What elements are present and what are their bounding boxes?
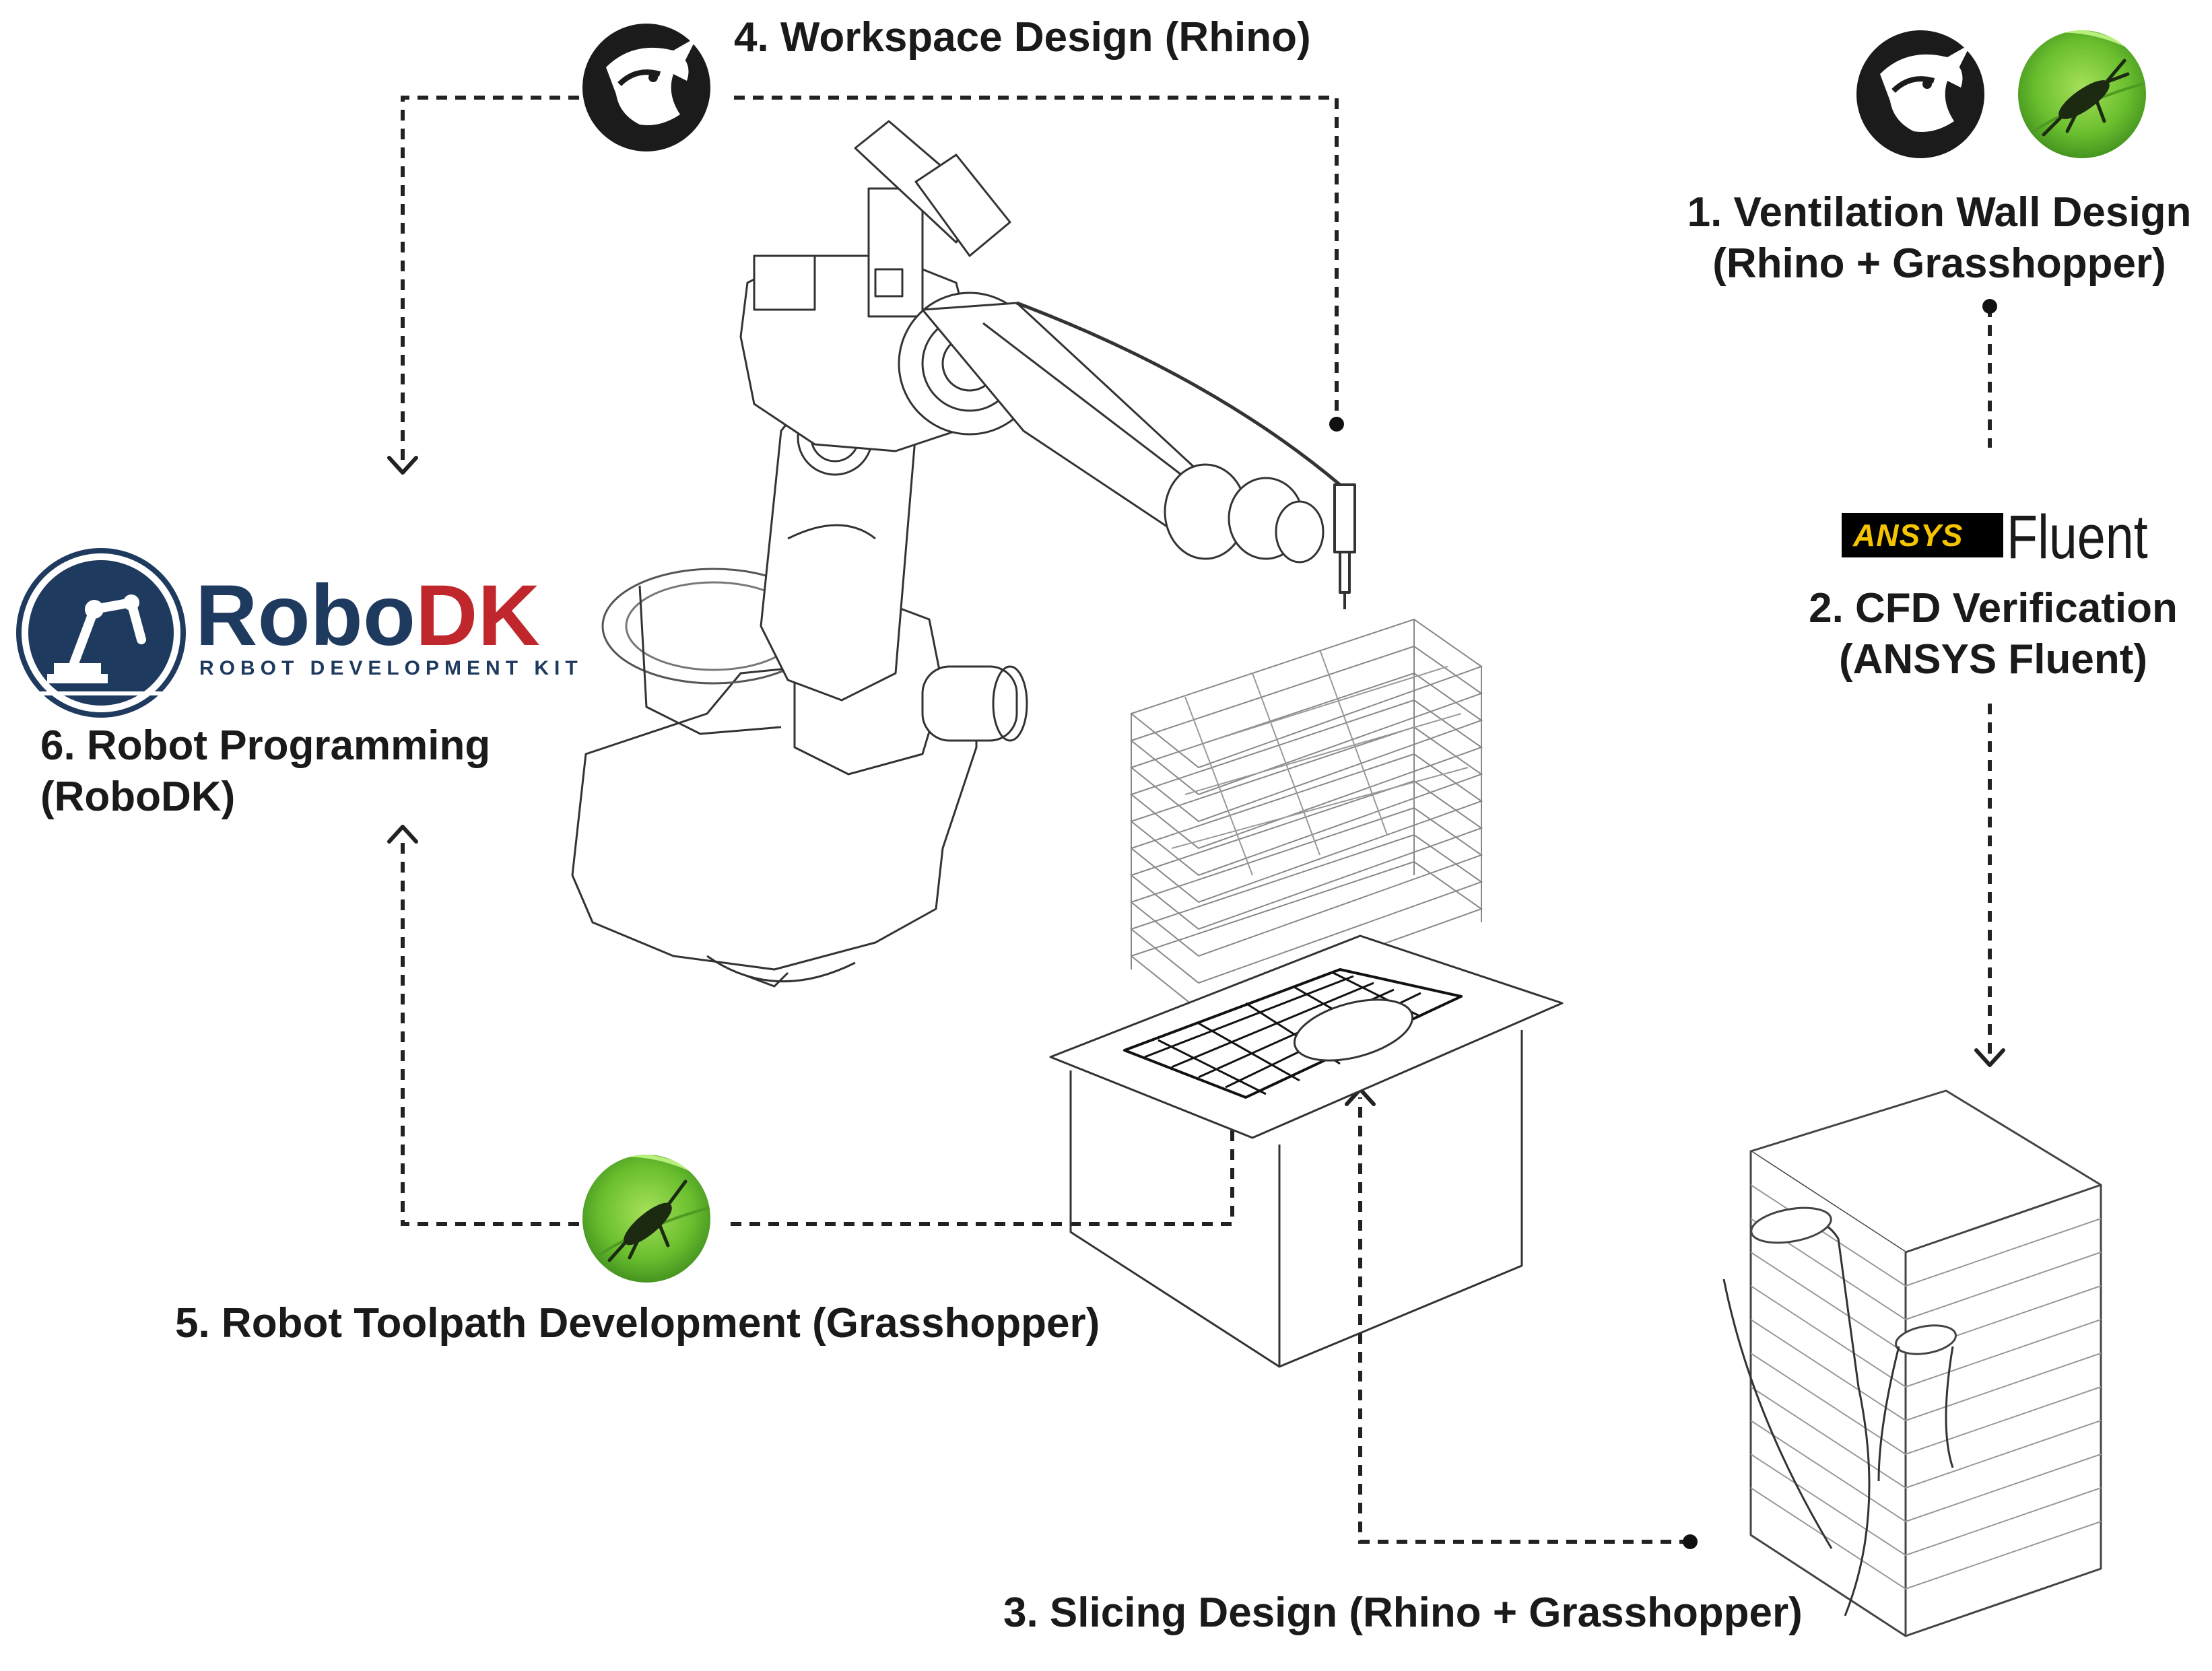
- step1-title: 1. Ventilation Wall Design: [1687, 189, 2192, 236]
- robodk-brand-dk: DK: [415, 568, 540, 664]
- robodk-tagline: ROBOT DEVELOPMENT KIT: [199, 657, 583, 679]
- connector-4-left: [401, 96, 579, 465]
- arrowhead-down-step6: [387, 456, 418, 475]
- ventilation-wall-illustration: [1722, 1089, 2102, 1637]
- connector-4-right: [734, 96, 1339, 424]
- step2-title: 2. CFD Verification: [1809, 585, 2178, 632]
- step6-title: 6. Robot Programming: [40, 722, 491, 769]
- step3-label: 3. Slicing Design (Rhino + Grasshopper): [1003, 1590, 1803, 1636]
- step2-label: 2. CFD Verification (ANSYS Fluent): [1791, 583, 2195, 685]
- dot-step4: [1329, 417, 1344, 432]
- slicing-box-illustration: [1049, 934, 1564, 1368]
- arrowhead-down-wall: [1974, 1048, 2005, 1067]
- robot-arm-illustration: [571, 120, 1356, 988]
- step6-label: 6. Robot Programming (RoboDK): [40, 720, 490, 823]
- ansys-logo: [1842, 513, 2003, 557]
- rhino-icon: [582, 24, 710, 151]
- step6-tools: (RoboDK): [40, 774, 236, 820]
- fluent-wordmark: Fluent: [2007, 503, 2148, 572]
- ansys-mark: ANSYS: [1853, 518, 1964, 553]
- dot-step1: [1982, 299, 1997, 314]
- connector-5-left: [401, 835, 579, 1226]
- grasshopper-icon: [582, 1155, 710, 1283]
- robodk-wordmark: RoboDK: [195, 572, 540, 660]
- connector-3-to-slicing: [1358, 1097, 1690, 1544]
- slicing-model-illustration: [1129, 618, 1483, 1011]
- rhino-icon: [1856, 30, 1984, 158]
- step4-label: 4. Workspace Design (Rhino): [734, 14, 1311, 61]
- step1-label: 1. Ventilation Wall Design (Rhino + Gras…: [1670, 187, 2209, 289]
- robodk-emblem: [16, 548, 186, 718]
- step5-label: 5. Robot Toolpath Development (Grasshopp…: [175, 1300, 1100, 1346]
- step2-tools: (ANSYS Fluent): [1838, 636, 2148, 683]
- robodk-brand-robo: Robo: [195, 568, 415, 664]
- dot-step3: [1683, 1534, 1698, 1549]
- arrowheads: [387, 456, 2005, 1106]
- grasshopper-icon: [2018, 30, 2146, 158]
- arrowhead-up-step6: [387, 825, 418, 844]
- step1-tools: (Rhino + Grasshopper): [1712, 240, 2166, 287]
